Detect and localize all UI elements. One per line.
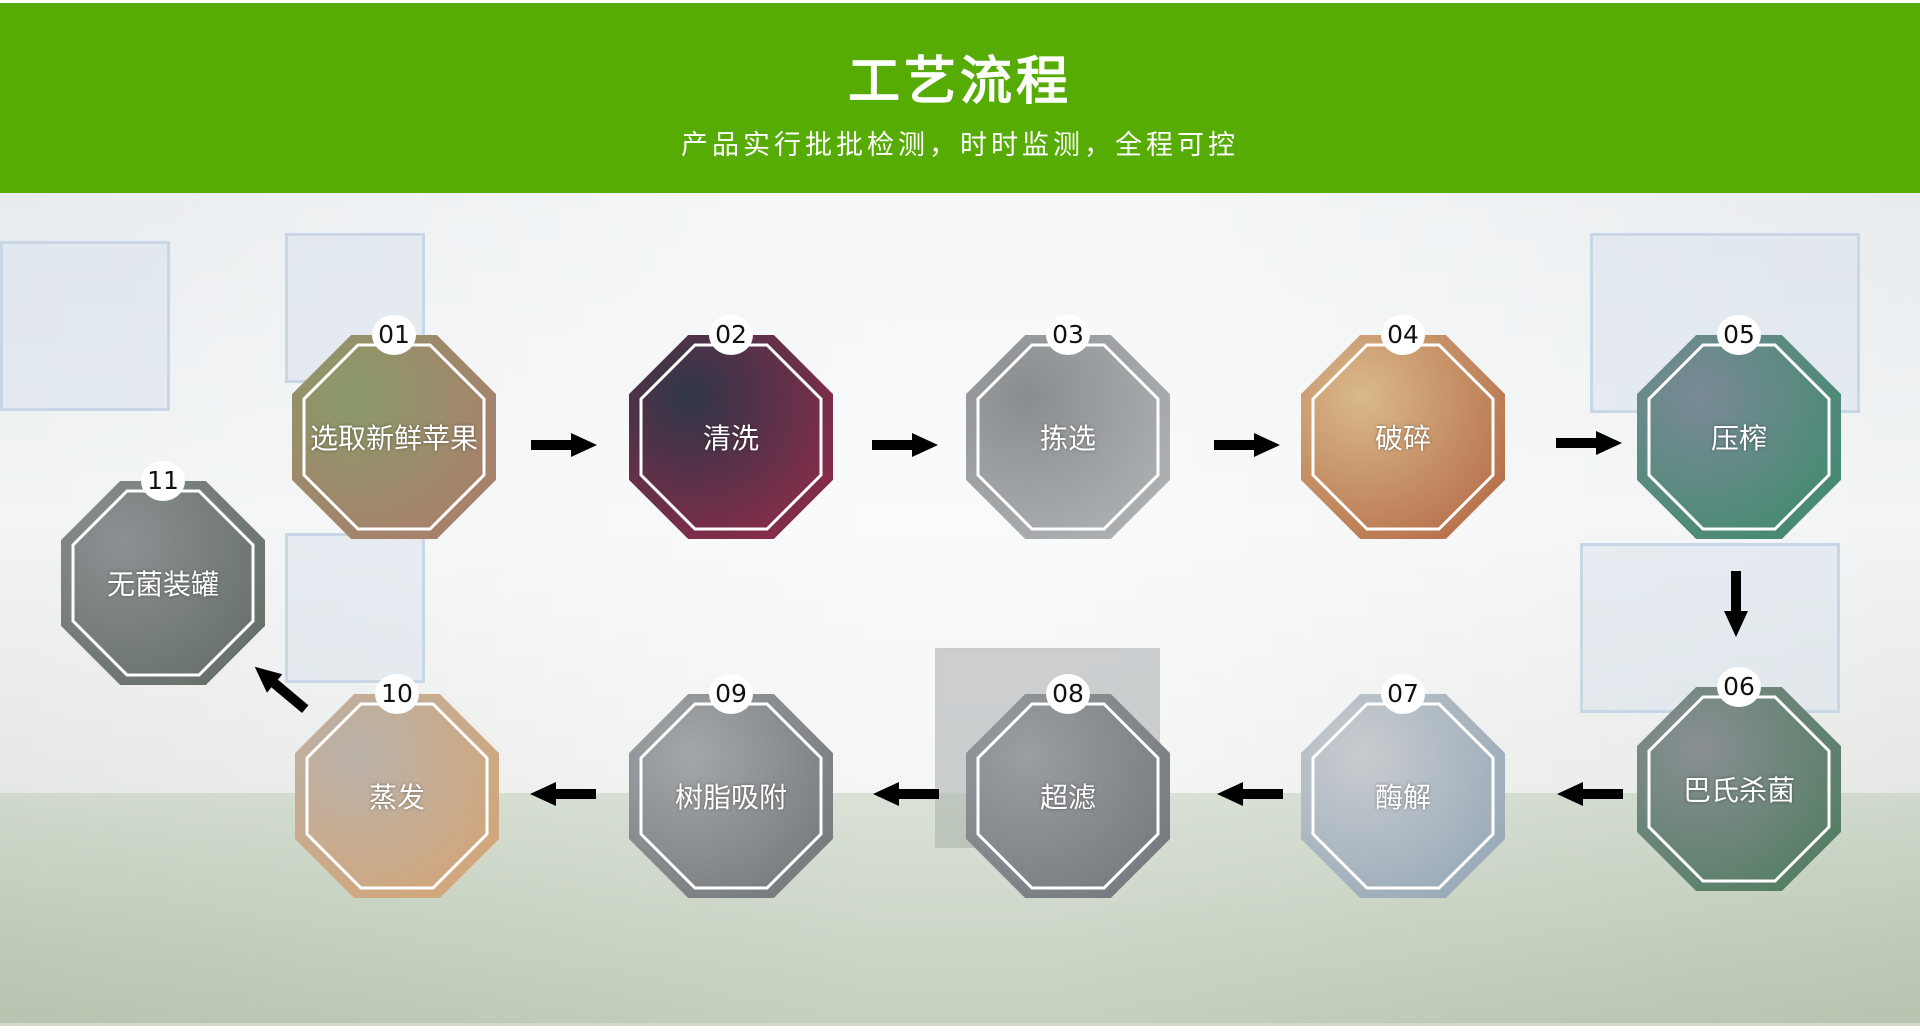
octagon-frame — [976, 702, 1160, 890]
octagon-frame — [1647, 695, 1831, 883]
step-number-badge: 04 — [1381, 315, 1425, 355]
octagon-frame — [639, 343, 823, 531]
arrow-left-icon — [1217, 782, 1283, 806]
process-step-09: 树脂吸附 09 — [629, 674, 833, 898]
page-title: 工艺流程 — [847, 52, 1072, 112]
step-image — [966, 335, 1170, 539]
octagon-frame — [1647, 343, 1831, 531]
process-step-07: 酶解 07 — [1301, 674, 1505, 898]
process-step-01: 选取新鲜苹果 01 — [292, 315, 496, 539]
step-image — [1637, 335, 1841, 539]
step-number-badge: 03 — [1046, 315, 1090, 355]
step-label: 清洗 — [702, 422, 759, 455]
step-number-badge: 11 — [141, 461, 185, 501]
step-image — [966, 694, 1170, 898]
step-number-badge: 10 — [375, 674, 419, 714]
arrow-right-icon — [1214, 433, 1280, 457]
step-label: 超滤 — [1039, 781, 1096, 814]
step-number-badge: 09 — [709, 674, 753, 714]
arrow-right-icon — [1556, 431, 1622, 455]
step-number-badge: 02 — [709, 315, 753, 355]
octagon-frame — [71, 489, 255, 677]
step-label: 蒸发 — [368, 781, 425, 814]
octagon-frame — [639, 702, 823, 890]
process-step-04: 破碎 04 — [1301, 315, 1505, 539]
step-image — [292, 335, 496, 539]
step-image — [61, 481, 265, 685]
step-number-badge: 08 — [1046, 674, 1090, 714]
process-step-03: 拣选 03 — [966, 315, 1170, 539]
arrow-right-icon — [872, 433, 938, 457]
page-subtitle: 产品实行批批检测，时时监测，全程可控 — [681, 130, 1239, 161]
step-label: 无菌装罐 — [106, 568, 219, 601]
step-image — [1637, 687, 1841, 891]
step-image — [1301, 694, 1505, 898]
floor — [0, 793, 1920, 1026]
window — [0, 241, 170, 411]
octagon-frame — [302, 343, 486, 531]
step-label: 压榨 — [1710, 422, 1767, 455]
process-step-11: 无菌装罐 11 — [61, 461, 265, 685]
corridor-background — [0, 193, 1920, 1026]
header-banner: 工艺流程 产品实行批批检测，时时监测，全程可控 — [0, 3, 1920, 193]
arrow-down-icon — [1724, 571, 1748, 637]
step-image — [295, 694, 499, 898]
process-step-05: 压榨 05 — [1637, 315, 1841, 539]
arrow-left-icon — [530, 782, 596, 806]
step-label: 破碎 — [1374, 422, 1431, 455]
process-step-10: 蒸发 10 — [295, 674, 499, 898]
octagon-frame — [1311, 702, 1495, 890]
step-image — [629, 694, 833, 898]
process-step-08: 超滤 08 — [966, 674, 1170, 898]
octagon-frame — [1311, 343, 1495, 531]
step-number-badge: 07 — [1381, 674, 1425, 714]
step-label: 树脂吸附 — [674, 781, 787, 814]
step-label: 选取新鲜苹果 — [309, 422, 478, 455]
process-step-02: 清洗 02 — [629, 315, 833, 539]
process-step-06: 巴氏杀菌 06 — [1637, 667, 1841, 891]
step-number-badge: 01 — [372, 315, 416, 355]
step-image — [1301, 335, 1505, 539]
arrow-left-icon — [1557, 782, 1623, 806]
octagon-frame — [305, 702, 489, 890]
arrow-right-icon — [531, 433, 597, 457]
window — [285, 533, 425, 683]
step-image — [629, 335, 833, 539]
step-number-badge: 06 — [1717, 667, 1761, 707]
octagon-frame — [976, 343, 1160, 531]
step-label: 拣选 — [1039, 422, 1096, 455]
step-label: 酶解 — [1374, 781, 1431, 814]
arrow-left-icon — [873, 782, 939, 806]
step-number-badge: 05 — [1717, 315, 1761, 355]
step-label: 巴氏杀菌 — [1682, 774, 1795, 807]
